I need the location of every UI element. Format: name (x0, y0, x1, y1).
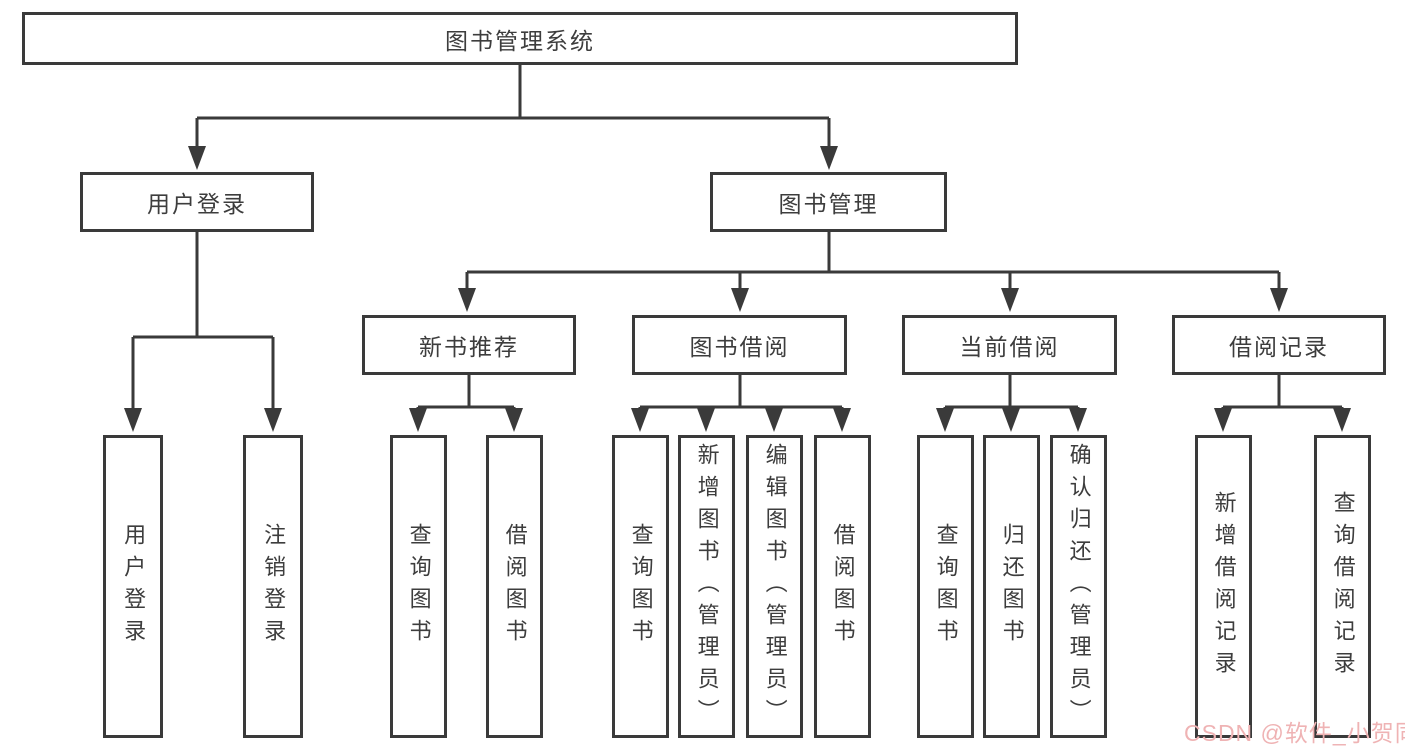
leaf-query-books-recommend-label: 查询图书 (406, 522, 432, 651)
node-book-borrowing: 图书借阅 (632, 315, 847, 375)
leaf-query-books-current-label: 查询图书 (933, 522, 959, 651)
leaf-query-borrow-record: 查询借阅记录 (1314, 435, 1371, 738)
leaf-borrow-books-borrowing-label: 借阅图书 (830, 522, 856, 651)
connector-book-borrowing (631, 375, 851, 432)
leaf-edit-book-admin: 编辑图书（管理员） (746, 435, 803, 738)
node-book-borrowing-label: 图书借阅 (689, 334, 790, 360)
leaf-query-books-borrowing-label: 查询图书 (628, 522, 654, 651)
leaf-edit-book-admin-label: 编辑图书（管理员） (762, 442, 788, 731)
leaf-query-borrow-record-label: 查询借阅记录 (1330, 490, 1356, 683)
node-current-borrowing: 当前借阅 (902, 315, 1117, 375)
leaf-add-book-admin-label: 新增图书（管理员） (694, 442, 720, 731)
node-borrowing-records-label: 借阅记录 (1229, 334, 1329, 360)
leaf-query-books-borrowing: 查询图书 (612, 435, 669, 738)
node-borrowing-records: 借阅记录 (1172, 315, 1386, 375)
leaf-logout: 注销登录 (243, 435, 303, 738)
node-system-root: 图书管理系统 (22, 12, 1018, 65)
leaf-confirm-return-admin-label: 确认归还（管理员） (1066, 442, 1092, 731)
leaf-logout-label: 注销登录 (261, 522, 287, 651)
leaf-query-books-current: 查询图书 (917, 435, 974, 738)
leaf-return-books-label: 归还图书 (999, 522, 1025, 651)
node-new-book-recommendation-label: 新书推荐 (419, 334, 519, 360)
connector-borrowing-records (1214, 375, 1351, 432)
leaf-borrow-books-borrowing: 借阅图书 (814, 435, 871, 738)
node-new-book-recommendation: 新书推荐 (362, 315, 576, 375)
leaf-user-login-label: 用户登录 (121, 522, 147, 651)
leaf-add-borrow-record: 新增借阅记录 (1195, 435, 1252, 738)
leaf-confirm-return-admin: 确认归还（管理员） (1050, 435, 1107, 738)
connector-current-borrowing (936, 375, 1087, 432)
watermark: CSDN @软件_小贺同学 (1184, 720, 1405, 746)
leaf-return-books: 归还图书 (983, 435, 1040, 738)
connector-root (188, 65, 838, 170)
leaf-user-login: 用户登录 (103, 435, 163, 738)
leaf-borrow-books-recommend: 借阅图书 (486, 435, 543, 738)
node-user-login: 用户登录 (80, 172, 314, 232)
leaf-add-borrow-record-label: 新增借阅记录 (1211, 490, 1237, 683)
leaf-query-books-recommend: 查询图书 (390, 435, 447, 738)
node-book-management: 图书管理 (710, 172, 947, 232)
connector-new-book-recommendation (409, 375, 523, 432)
leaf-add-book-admin: 新增图书（管理员） (678, 435, 735, 738)
leaf-borrow-books-recommend-label: 借阅图书 (502, 522, 528, 651)
connector-book-management (458, 232, 1288, 312)
connector-user-login (124, 232, 282, 432)
node-current-borrowing-label: 当前借阅 (959, 334, 1060, 360)
node-user-login-label: 用户登录 (147, 191, 247, 217)
node-book-management-label: 图书管理 (778, 191, 879, 217)
node-system-root-label: 图书管理系统 (445, 27, 595, 54)
